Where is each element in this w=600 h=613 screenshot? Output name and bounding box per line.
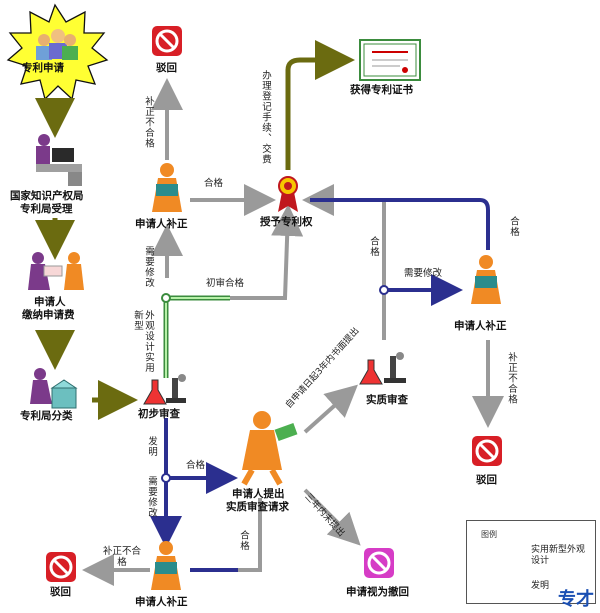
legend-invention: 发明: [531, 581, 550, 591]
edge-qualified-bottom: 合格: [238, 530, 249, 551]
edge-prelim-qualified: 初审合格: [206, 278, 245, 289]
node-substantive-exam: 实质审查: [366, 394, 408, 406]
legend-utility-design: 实用新型外观设计: [531, 545, 586, 566]
edge-qualified-mid: 合格: [186, 460, 206, 471]
request-exam-figure: [241, 411, 298, 486]
lab-icon-preliminary: [143, 374, 186, 405]
edge-correction-fail-bottom: 补正不合格: [102, 546, 141, 568]
watermark-logo: 专才: [558, 589, 594, 610]
edge-need-modify-mid: 需要修改: [146, 476, 157, 518]
node-deemed-withdrawn: 申请视为撤回: [346, 586, 409, 598]
lab-icon-substantive: [359, 352, 406, 385]
node-pay-fee-line1: 申请人: [34, 296, 66, 308]
node-rejected-bottom: 驳回: [50, 586, 71, 598]
navy-path: [150, 198, 490, 572]
reject-icon-top: [152, 26, 182, 56]
reject-icon-bottom: [46, 552, 76, 582]
node-certificate: 获得专利证书: [350, 84, 413, 96]
grant-ribbon-icon: [278, 176, 298, 212]
withdrawn-icon: [364, 548, 394, 578]
edge-need-modify-top: 需要修改: [143, 246, 154, 288]
node-preliminary-exam: 初步审查: [138, 408, 180, 420]
node-cnipa-acceptance-line2: 专利局受理: [20, 203, 73, 215]
pay-fee-figure: [28, 252, 84, 290]
node-request-exam-line2: 实质审查请求: [226, 501, 289, 513]
legend-box: 图例 实用新型外观设计 发明: [466, 520, 596, 604]
edge-correction-fail-right: 补正不合格: [506, 352, 517, 405]
edge-qualified-sub: 合格: [368, 236, 379, 257]
edge-correction-fail-top: 补正不合格: [143, 96, 154, 149]
node-patent-application: 专利申请: [22, 62, 64, 74]
green-path: [161, 293, 230, 378]
edge-qualified-right: 合格: [508, 216, 519, 237]
node-correction-top: 申请人补正: [135, 218, 188, 230]
correction-figure-top: [152, 163, 182, 212]
node-correction-right: 申请人补正: [454, 320, 507, 332]
node-classification: 专利局分类: [20, 410, 73, 422]
cnipa-clerk-figure: [36, 134, 82, 186]
classification-figure: [30, 368, 78, 409]
node-correction-bottom: 申请人补正: [135, 596, 188, 608]
correction-figure-bottom: [151, 541, 181, 590]
edge-qualified-top: 合格: [204, 178, 224, 189]
legend-title: 图例: [481, 530, 497, 539]
node-rejected-right: 驳回: [476, 474, 497, 486]
node-pay-fee-line2: 缴纳申请费: [22, 309, 75, 321]
node-rejected-top: 驳回: [156, 62, 177, 74]
edge-need-modify-right: 需要修改: [404, 268, 443, 279]
correction-figure-right: [471, 255, 501, 304]
node-cnipa-acceptance-line1: 国家知识产权局: [10, 190, 84, 202]
edge-invention: 发明: [146, 436, 157, 457]
certificate-icon: [359, 39, 421, 81]
node-request-exam-line1: 申请人提出: [232, 488, 285, 500]
main-flow-arrows: [35, 40, 355, 420]
node-grant: 授予专利权: [260, 216, 313, 228]
reject-icon-right: [472, 436, 502, 466]
edge-design-utility: 外观设计实用新型: [132, 310, 154, 373]
edge-register-pay: 办理登记手续、交费: [260, 70, 271, 165]
application-starburst: [6, 3, 109, 101]
